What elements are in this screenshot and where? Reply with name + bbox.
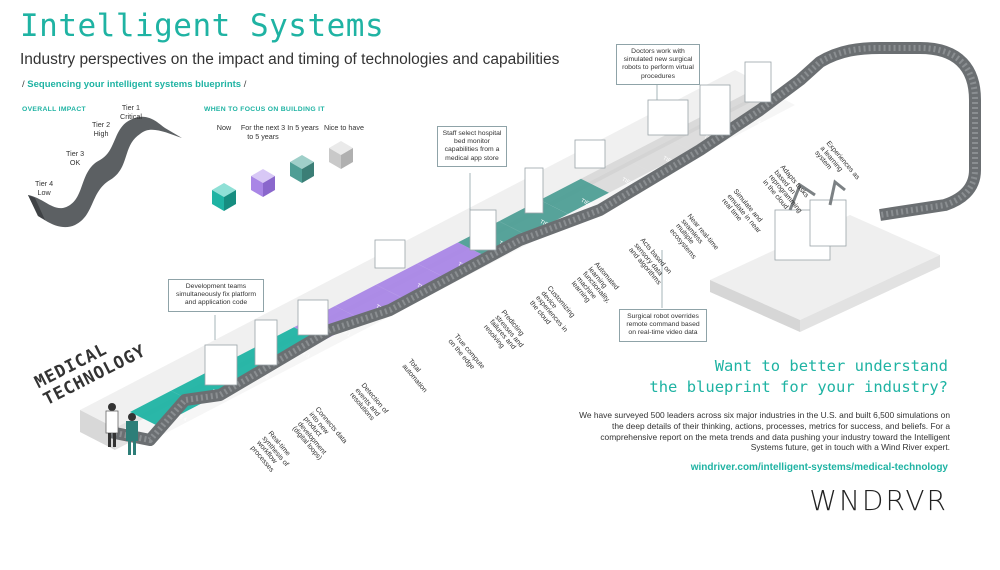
machines (204, 61, 772, 386)
sequencing-label: / Sequencing your intelligent systems bl… (22, 79, 247, 90)
impact-title: OVERALL IMPACT (22, 106, 86, 113)
tier-tile (417, 242, 486, 278)
timing-title: WHEN TO FOCUS ON BUILDING IT (204, 106, 325, 113)
robot-platform (710, 215, 940, 320)
wind-river-logo: WNDRVR (809, 484, 948, 517)
cta-link[interactable]: windriver.com/intelligent-systems/medica… (690, 462, 948, 473)
tier-tile (581, 157, 650, 193)
timing-nice-to-have: Nice to have (324, 123, 364, 132)
tier-tile (540, 178, 609, 214)
timing-cubes (212, 141, 353, 211)
people (105, 403, 138, 455)
tier-tile (335, 284, 404, 320)
timing-5-years: In 5 years (287, 123, 319, 132)
cta-body: We have surveyed 500 leaders across six … (579, 410, 950, 453)
tier-tile (499, 200, 568, 236)
tier-tile (622, 136, 691, 172)
callout-doctors: Doctors work with simulated new surgical… (616, 44, 700, 85)
tier-tile (376, 263, 445, 299)
page-subtitle: Industry perspectives on the impact and … (20, 51, 560, 68)
page-title: Intelligent Systems (20, 8, 385, 44)
callout-staff: Staff select hospital bed monitor capabi… (437, 126, 507, 167)
timing-now: Now (216, 123, 232, 132)
callout-surgical: Surgical robot overrides remote command … (619, 309, 707, 342)
callout-dev: Development teams simultaneously fix pla… (168, 279, 264, 312)
timing-3-5-years: For the next 3 to 5 years (240, 123, 286, 141)
impact-ribbon (28, 116, 182, 228)
